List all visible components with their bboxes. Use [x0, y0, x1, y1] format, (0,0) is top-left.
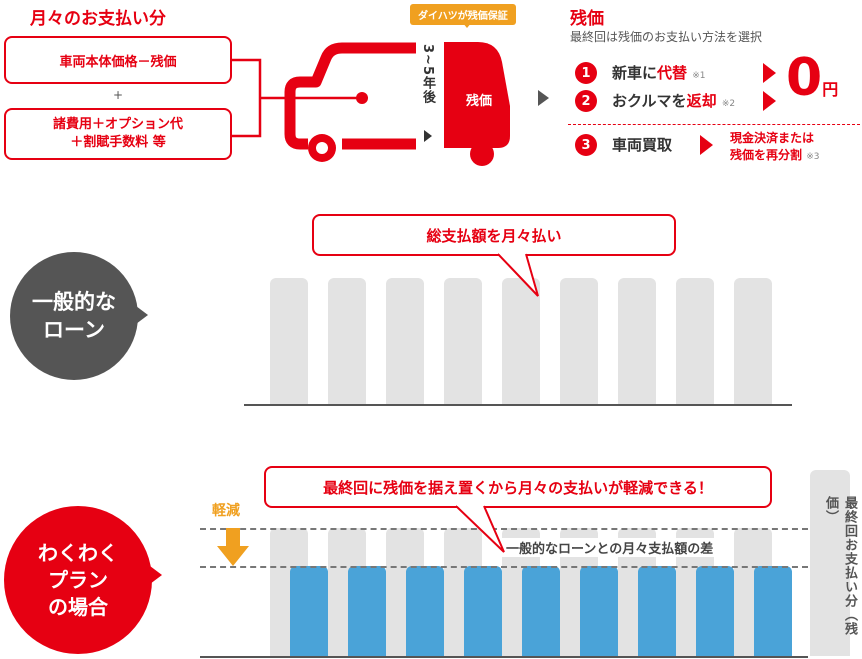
fees-box: 諸費用＋オプション代 ＋割賦手数料 等	[4, 108, 232, 160]
waku-payment-bar	[290, 566, 328, 656]
option-2-emphasis: 返却	[686, 92, 717, 110]
wakuwaku-circle-pointer	[150, 566, 162, 584]
general-bubble-tail	[497, 252, 539, 297]
option-1-number: 1	[575, 62, 597, 84]
car-residual-part	[444, 42, 510, 148]
option-2-number: 2	[575, 90, 597, 112]
option-2-arrow	[763, 91, 776, 111]
waku-payment-bar	[406, 566, 444, 656]
waku-bubble-tail	[455, 504, 505, 553]
waku-circle-line1: わくわく	[38, 540, 118, 565]
note-1: ※1	[692, 71, 706, 81]
bracket-connector	[232, 58, 292, 138]
general-circle-line1: 一般的な	[32, 289, 116, 314]
fees-line2: ＋割賦手数料 等	[70, 135, 166, 150]
car-illustration	[232, 42, 510, 166]
residual-guarantee-badge: ダイハツが残価保証	[410, 4, 516, 25]
fees-line1: 諸費用＋オプション代	[52, 117, 183, 133]
car-body-outline	[284, 42, 416, 150]
years-label: 3~5年後	[420, 44, 435, 104]
option-2-label: おクルマを返却 ※2	[612, 92, 736, 110]
diff-label: 一般的なローンとの月々支払額の差	[502, 538, 718, 557]
buyout-line2: 残価を再分割	[730, 148, 803, 163]
wakuwaku-circle: わくわく プラン の場合	[4, 506, 152, 654]
waku-payment-bar	[580, 566, 618, 656]
general-payment-bar	[444, 278, 482, 404]
general-loan-circle: 一般的な ローン	[10, 252, 138, 380]
note-2: ※2	[721, 99, 736, 109]
general-payment-bar	[386, 278, 424, 404]
residual-subtitle: 最終回は残価のお支払い方法を選択	[570, 30, 763, 44]
wheel-rear	[470, 142, 494, 166]
general-payment-bar	[734, 278, 772, 404]
final-payment-bar: 最終回お支払い分（残価）	[810, 470, 857, 656]
wheel-inner	[316, 142, 328, 154]
options-divider	[568, 124, 860, 125]
general-payment-bar	[560, 278, 598, 404]
buyout-line1: 現金決済または	[730, 131, 815, 145]
general-bubble: 総支払額を月々払い	[312, 214, 676, 256]
waku-circle-line2: プラン	[48, 567, 108, 592]
option-3-arrow	[700, 135, 713, 155]
waku-payment-bar	[638, 566, 676, 656]
option-3-number: 3	[575, 134, 597, 156]
waku-payment-bar	[696, 566, 734, 656]
general-payment-bar	[618, 278, 656, 404]
vehicle-price-box: 車両本体価格－残価	[4, 36, 232, 84]
waku-payment-bar	[464, 566, 502, 656]
option-1-label: 新車に代替 ※1	[612, 64, 706, 82]
zero-yen: 0円	[786, 52, 838, 104]
general-level-line	[200, 528, 808, 530]
waku-payment-bar	[754, 566, 792, 656]
waku-payment-bar	[522, 566, 560, 656]
years-arrow	[424, 130, 432, 142]
option-1-emphasis: 代替	[657, 64, 688, 82]
zero-unit: 円	[822, 80, 839, 99]
general-baseline	[244, 404, 792, 406]
general-circle-pointer	[136, 306, 148, 324]
general-circle-line2: ローン	[43, 318, 105, 342]
reduce-label: 軽減	[212, 503, 240, 519]
general-payment-bar	[676, 278, 714, 404]
residual-in-car-label: 残価	[466, 94, 493, 109]
note-3: ※3	[806, 152, 820, 163]
waku-bubble: 最終回に残価を据え置くから月々の支払いが軽減できる！	[264, 466, 772, 508]
arrow-to-options	[538, 90, 549, 106]
option-3-label: 車両買取	[612, 136, 673, 154]
general-payment-bar	[328, 278, 366, 404]
waku-circle-line3: の場合	[48, 594, 108, 619]
waku-baseline	[200, 656, 808, 658]
reduce-arrow-icon	[217, 528, 249, 566]
option-1-arrow	[763, 63, 776, 83]
plus-sign: +	[113, 88, 124, 102]
vehicle-price-label: 車両本体価格－残価	[59, 54, 177, 70]
monthly-title: 月々のお支払い分	[30, 9, 166, 29]
waku-level-line	[200, 566, 808, 568]
general-payment-bar	[502, 278, 540, 404]
general-bubble-text: 総支払額を月々払い	[426, 226, 562, 245]
waku-bubble-text: 最終回に残価を据え置くから月々の支払いが軽減できる！	[323, 478, 713, 497]
buyout-text: 現金決済または 残価を再分割 ※3	[730, 130, 819, 165]
final-payment-label: 最終回お支払い分（残価）	[823, 496, 857, 636]
waku-payment-bar	[348, 566, 386, 656]
residual-title: 残価	[570, 9, 604, 29]
zero-value: 0	[786, 48, 823, 108]
general-payment-bar	[270, 278, 308, 404]
badge-pointer	[462, 22, 472, 28]
